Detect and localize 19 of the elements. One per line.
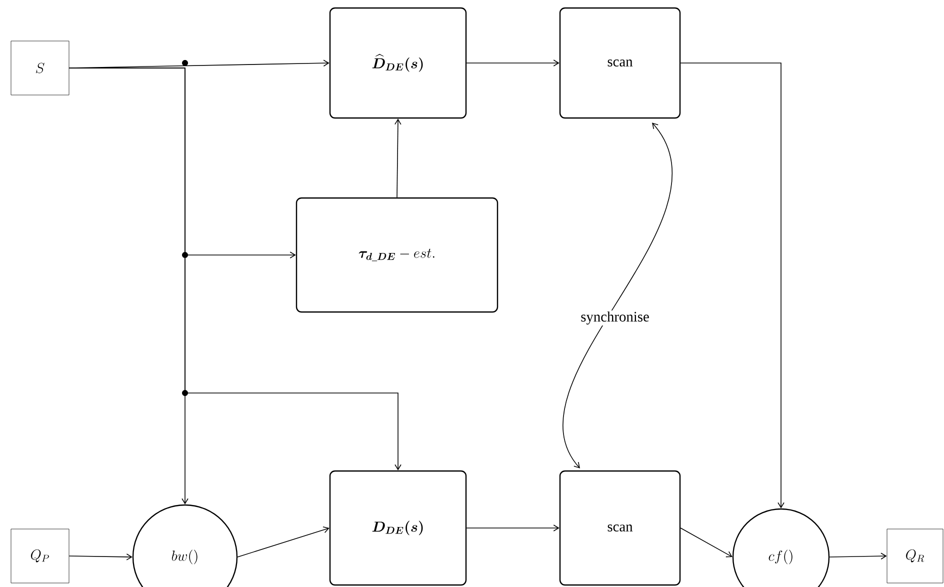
arrow: [680, 62, 784, 508]
arrow: [394, 118, 402, 198]
arrow: [680, 528, 732, 558]
terminal-box: $S$: [10, 40, 70, 96]
curved-arrow: [562, 122, 673, 468]
process-box: scan: [559, 7, 681, 119]
arrow: [466, 60, 560, 66]
process-box: $\boldsymbol{D_{DE}(s)}$: [329, 470, 467, 586]
process-box: scan: [559, 470, 681, 586]
arrow: [466, 524, 560, 532]
arrow: [237, 526, 330, 558]
arrow: [829, 552, 887, 560]
process-box: $\boldsymbol{\widehat{D}_{DE}(s)}$: [329, 7, 467, 119]
arrow: [68, 554, 132, 560]
terminal-box: $Q_P$: [10, 528, 70, 584]
terminal-box: $Q_R$: [886, 528, 944, 584]
process-box: $\boldsymbol{\tau_{d\_DE}} - est.$: [296, 197, 498, 313]
arrow: [68, 68, 188, 504]
edge-label: synchronise: [580, 310, 650, 326]
